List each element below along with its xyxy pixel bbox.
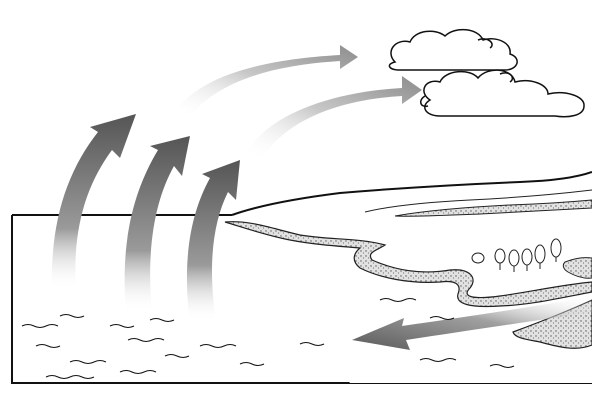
wave-mark-icon [299, 342, 325, 346]
tree-icon [471, 252, 485, 264]
wave-mark-icon [199, 344, 237, 348]
evaporation-arrow-icon [124, 136, 190, 312]
wave-mark-icon [379, 298, 417, 302]
wave-mark-icon [149, 318, 175, 322]
cloud-icon [420, 69, 585, 118]
wave-mark-icon [429, 316, 455, 320]
land-horizon-line [231, 171, 592, 216]
tree-icon [534, 244, 546, 269]
river-bank-upper [562, 257, 592, 279]
wave-mark-icon [109, 324, 135, 328]
beach-strip [224, 221, 592, 308]
runoff-arrow-icon [352, 296, 592, 350]
evaporation-arrow-icon [51, 114, 136, 290]
evaporation-arrow-icon [248, 76, 422, 158]
wave-mark-icon [419, 358, 457, 362]
wave-mark-group [21, 298, 515, 379]
wave-mark-icon [45, 375, 95, 379]
tree-icon [550, 238, 562, 262]
evaporation-arrow-icon [178, 45, 358, 116]
wave-mark-icon [489, 364, 515, 368]
wave-mark-icon [21, 324, 59, 328]
wave-mark-icon [127, 338, 165, 342]
tree-icon [508, 249, 520, 272]
wave-mark-icon [35, 344, 61, 348]
wave-mark-icon [59, 314, 85, 318]
tree-icon [521, 248, 533, 271]
tree-group [471, 238, 562, 272]
cloud-icon [388, 28, 518, 71]
tree-icon [494, 248, 506, 270]
wave-mark-icon [69, 360, 107, 364]
evaporation-arrow-icon [186, 160, 240, 322]
distant-shoreline [364, 189, 592, 213]
distant-lake [394, 199, 592, 217]
wave-mark-icon [164, 354, 190, 358]
wave-mark-icon [239, 362, 265, 366]
wave-mark-icon [119, 370, 157, 374]
